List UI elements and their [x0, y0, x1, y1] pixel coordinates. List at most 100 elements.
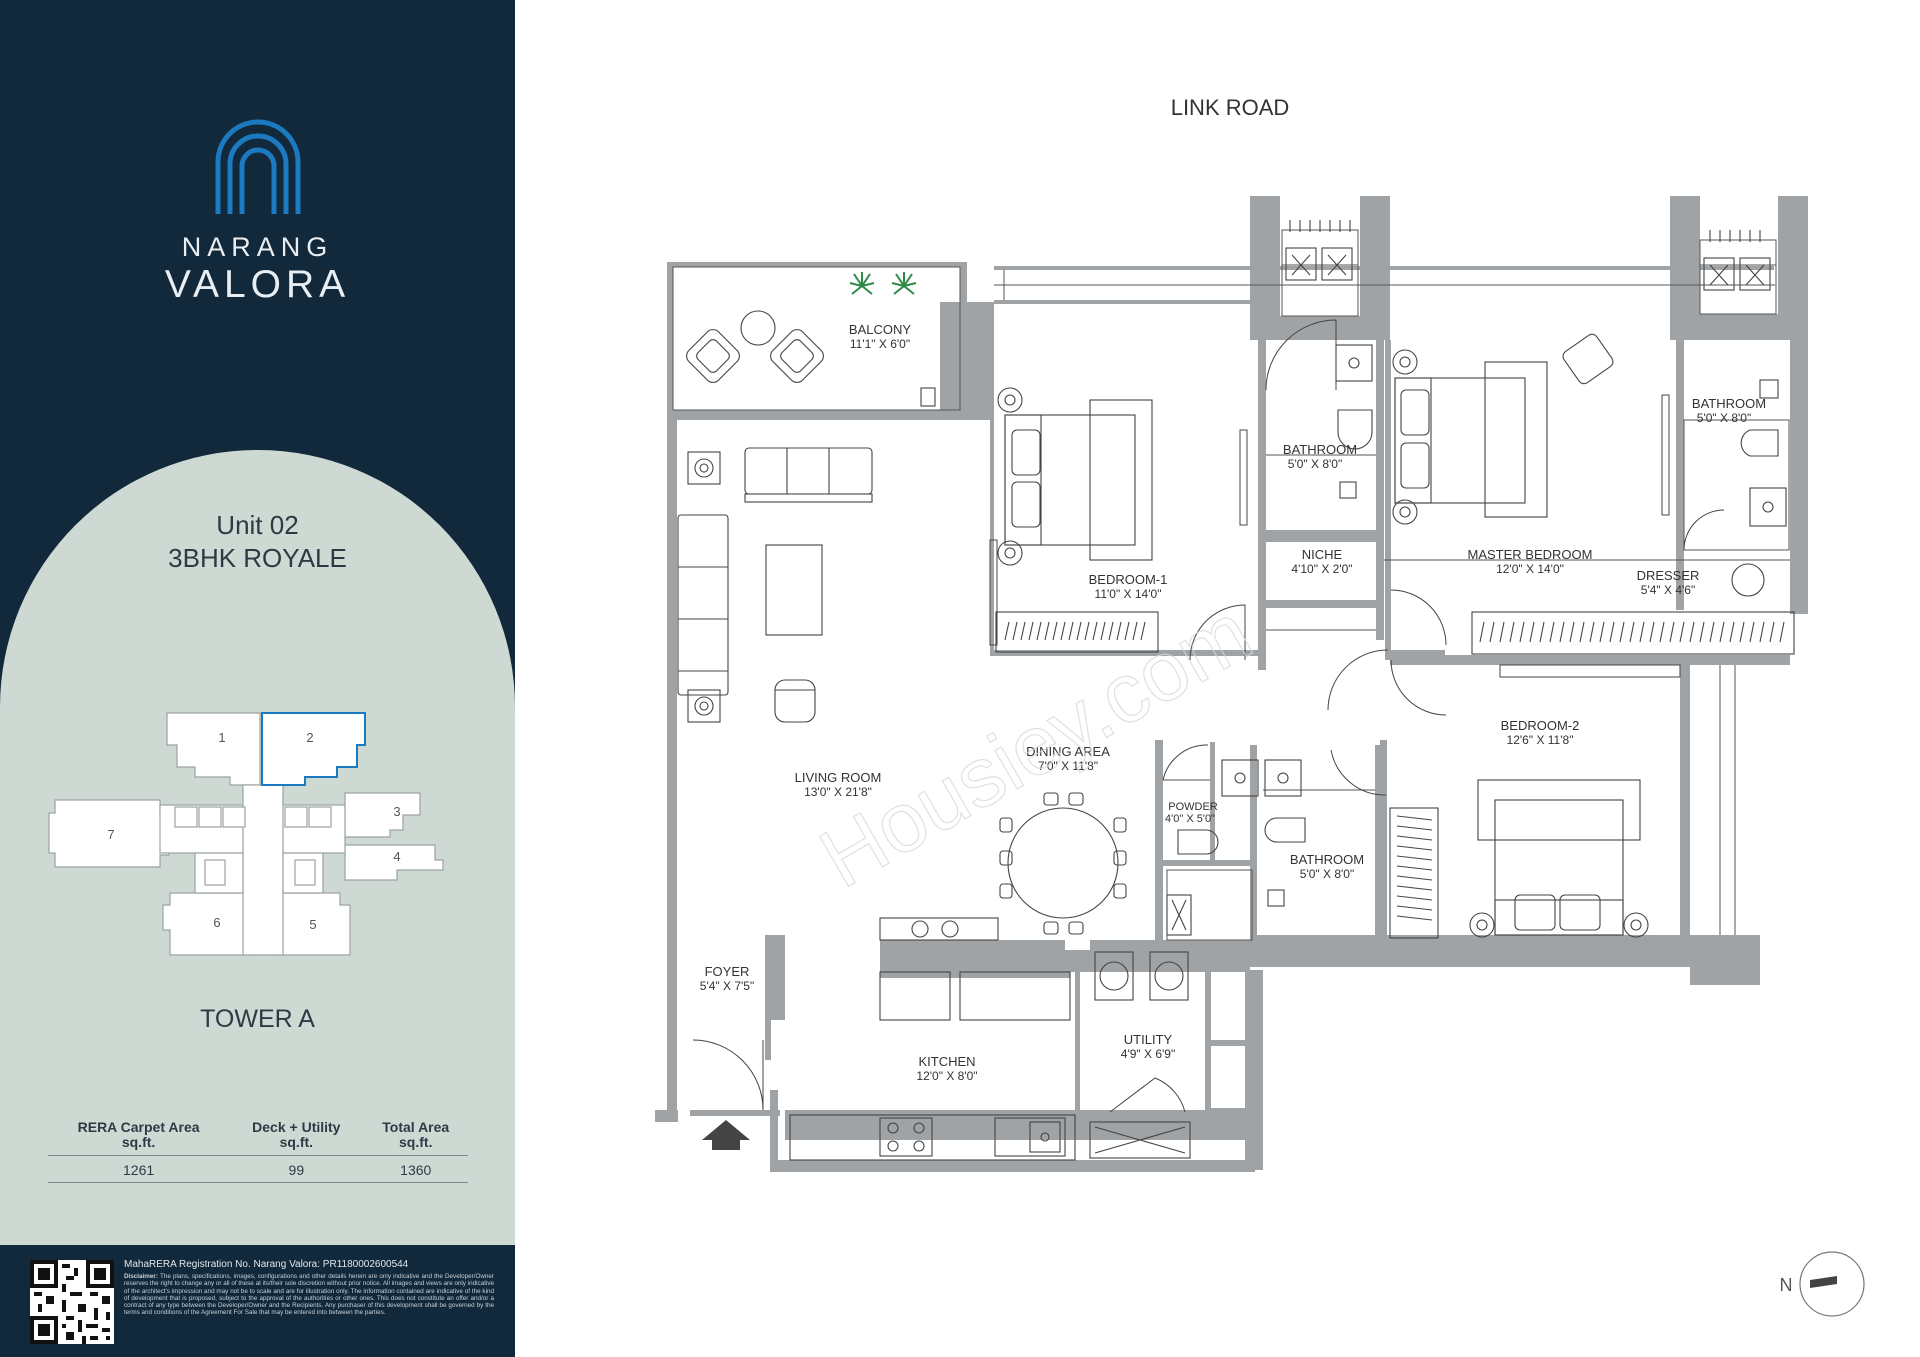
bath2-sink	[1749, 487, 1787, 527]
area-value-total: 1360	[363, 1155, 468, 1183]
bath2-wc	[1740, 429, 1779, 457]
room-label-bath1: BATHROOM	[1283, 442, 1357, 457]
brand-name-line1: NARANG	[181, 232, 334, 262]
washing-machine-1	[1094, 951, 1134, 1001]
room-label-utility: UTILITY	[1124, 1032, 1173, 1047]
door-master	[1390, 589, 1447, 646]
walls	[655, 196, 1808, 1172]
hob	[879, 1117, 933, 1157]
furniture	[677, 220, 1795, 1161]
unit-number: Unit 02	[216, 510, 299, 540]
key-label-7: 7	[107, 827, 114, 842]
key-unit-1	[166, 712, 261, 786]
room-label-bath2: BATHROOM	[1692, 396, 1766, 411]
balcony-chair-2	[770, 329, 824, 383]
room-label-kitchen: KITCHEN	[918, 1054, 975, 1069]
room-label-bedroom1: BEDROOM-1	[1089, 572, 1168, 587]
kitchen-sink	[994, 1117, 1066, 1157]
room-label-dresser: DRESSER	[1637, 568, 1700, 583]
room-size-bath2: 5'0" X 8'0"	[1697, 411, 1751, 425]
master-wardrobe	[1471, 611, 1795, 655]
bedroom1-wardrobe	[995, 611, 1159, 653]
key-unit-4	[344, 844, 444, 881]
plant-icon	[849, 272, 917, 295]
inner-lines	[672, 229, 1790, 941]
unit-type: 3BHK ROYALE	[168, 543, 347, 573]
room-label-master: MASTER BEDROOM	[1468, 547, 1593, 562]
dining-chairs	[999, 792, 1127, 935]
key-label-2: 2	[306, 730, 313, 745]
room-size-dresser: 5'4" X 4'6"	[1641, 583, 1695, 597]
key-unit-3	[344, 792, 421, 838]
room-label-dining: DINING AREA	[1026, 744, 1110, 759]
area-value-carpet: 1261	[48, 1155, 230, 1183]
door-bath3	[1330, 749, 1387, 796]
powder-wc	[1177, 829, 1219, 855]
key-label-5: 5	[309, 917, 316, 932]
floor-plan: LINK ROAD	[655, 95, 1865, 1317]
sidebar: NARANG VALORA Unit 02 3BHK ROYALE 1 2	[0, 0, 515, 1357]
balcony-chair-1	[686, 329, 740, 383]
room-size-kitchen: 12'0" X 8'0"	[916, 1069, 977, 1083]
north-label: N	[1780, 1275, 1793, 1295]
bath1-wc	[1337, 409, 1373, 450]
north-compass-icon: N	[1780, 1251, 1865, 1317]
room-size-master: 12'0" X 14'0"	[1496, 562, 1564, 576]
dining-table	[1007, 807, 1119, 919]
room-label-living: LIVING ROOM	[795, 770, 882, 785]
washing-machine-2	[1149, 951, 1189, 1001]
rera-registration: MahaRERA Registration No. Narang Valora:…	[124, 1259, 409, 1270]
key-unit-2-highlight	[261, 712, 366, 786]
side-table-2	[687, 689, 721, 723]
bedroom2-wardrobe	[1389, 807, 1439, 939]
area-value-deck: 99	[229, 1155, 364, 1183]
door-bedroom1	[1189, 604, 1246, 661]
room-label-bath3: BATHROOM	[1290, 852, 1364, 867]
room-size-balcony: 11'1" X 6'0"	[850, 337, 910, 351]
key-label-3: 3	[393, 804, 400, 819]
living-armchair	[774, 679, 816, 723]
room-size-foyer: 5'4" X 7'5"	[700, 979, 754, 993]
dresser-stool	[1731, 563, 1765, 597]
room-label-powder: POWDER	[1168, 801, 1218, 813]
door-bath1	[1265, 319, 1337, 391]
disclaimer-text: Disclaimer: The plans, specifications, i…	[124, 1273, 494, 1317]
door-bedroom2	[1390, 659, 1447, 716]
key-label-1: 1	[218, 730, 225, 745]
room-size-bedroom2: 12'6" X 11'8"	[1507, 733, 1574, 747]
bath2-drain	[1759, 379, 1779, 399]
room-label-foyer: FOYER	[705, 964, 750, 979]
kitchen-bottom-counter	[789, 1114, 1076, 1161]
key-label-4: 4	[393, 849, 400, 864]
doors	[692, 319, 1725, 1113]
narang-valora-logo-icon	[215, 119, 301, 214]
balcony-table	[740, 310, 776, 346]
room-size-utility: 4'9" X 6'9"	[1121, 1047, 1175, 1061]
floor-area	[670, 270, 1780, 970]
room-size-bath1: 5'0" X 8'0"	[1288, 457, 1342, 471]
room-size-niche: 4'10" X 2'0"	[1291, 562, 1352, 576]
master-armchair	[1562, 333, 1614, 385]
bath1-drain	[1339, 481, 1357, 499]
room-labels: BALCONY 11'1" X 6'0" LIVING ROOM 13'0" X…	[700, 322, 1766, 1083]
bath3-wc	[1264, 817, 1306, 843]
qr-code-icon[interactable]	[30, 1260, 114, 1344]
side-table-1	[687, 451, 721, 485]
kitchen-counter-top	[879, 917, 999, 941]
door-entry	[692, 1039, 764, 1111]
room-label-balcony: BALCONY	[849, 322, 911, 337]
room-size-living: 13'0" X 21'8"	[804, 785, 872, 799]
key-label-6: 6	[213, 915, 220, 930]
coffee-table	[765, 544, 823, 636]
entry-arrow-icon	[702, 1120, 750, 1150]
door-powder	[1162, 744, 1209, 781]
utility-sink	[1089, 1121, 1191, 1159]
brand-name-line2: VALORA	[164, 263, 351, 306]
room-size-powder: 4'0" X 5'0"	[1165, 813, 1215, 825]
room-label-bedroom2: BEDROOM-2	[1501, 718, 1580, 733]
room-size-bedroom1: 11'0" X 14'0"	[1095, 587, 1162, 601]
